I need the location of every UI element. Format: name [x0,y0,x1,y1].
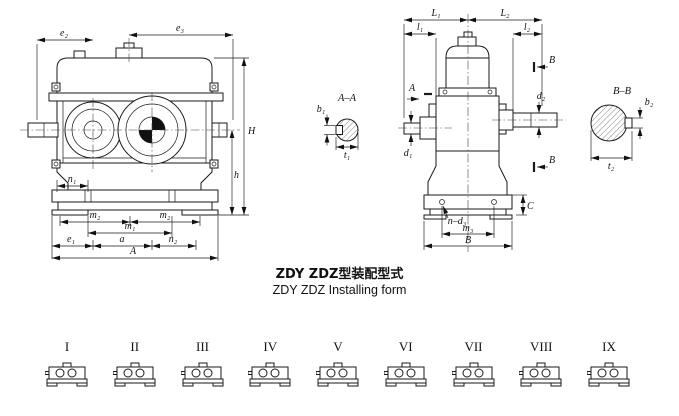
side-view: L₁ L₂ l₁ l₂ B A d₁ [398,8,566,252]
side-foot-left [423,214,447,220]
installation-forms-row: I II III IV V VI VII VIII [45,339,631,387]
main-drawing: e₂ e₃ H h n₁ m₂ m₂ [20,8,654,261]
side-flange [438,87,497,97]
gearbox-form-icon [316,361,360,387]
breather-plug [73,50,86,59]
section-cut-label-B-mid: B [549,155,555,166]
upper-body [445,57,490,89]
dim-label-e1: e₁ [67,234,75,245]
section-aa: A–A b₁ t₁ [317,93,359,161]
form-label: VII [464,339,483,354]
gearbox-form-icon [113,361,157,387]
installation-form-7: VII [452,339,496,387]
installation-form-2: II [113,339,157,387]
top-cap [457,36,477,47]
dim-label-n2: n₂ [169,234,178,245]
side-foot-right [489,214,513,220]
section-bb: B–B b₂ t₂ [590,86,654,172]
base-step [57,201,213,211]
gearbox-form-icon [384,361,428,387]
installation-form-4: IV [248,339,292,387]
dim-label-n1: n₁ [68,174,76,185]
form-label: II [130,339,140,354]
base-plate [51,189,219,203]
form-label: III [196,339,209,354]
gearbox-form-icon [587,361,631,387]
foot-right [181,209,219,216]
gearbox-form-icon [45,361,89,387]
dim-label-t1: t₁ [344,150,350,161]
dim-label-a: a [120,234,125,245]
dim-label-m2-left: m₂ [90,210,101,221]
dim-label-H: H [247,126,256,137]
installation-form-8: VIII [519,339,563,387]
installation-form-3: III [181,339,225,387]
dim-label-A: A [129,246,137,257]
gearbox-top-cover [56,57,213,94]
bolt-bosses [51,82,219,169]
section-cut-label-A: A [408,83,416,94]
gearbox-form-icon [519,361,563,387]
dim-label-b2: b₂ [645,97,654,108]
base-hole-d3 [439,199,445,205]
form-label: I [64,339,70,354]
dim-label-m3: m₃ [463,223,474,234]
dim-label-C: C [527,201,534,212]
keyway-aa [335,125,343,135]
side-skirt [427,150,508,196]
dim-label-B-width: B [465,235,471,246]
section-aa-title: A–A [337,93,357,104]
installation-form-5: V [316,339,360,387]
caption-english: ZDY ZDZ Installing form [272,283,407,297]
dim-label-e2: e₂ [60,28,68,39]
form-label: VIII [530,339,553,354]
gearbox-form-icon [181,361,225,387]
form-label: V [333,339,343,354]
front-view: e₂ e₃ H h n₁ m₂ m₂ [20,23,256,261]
dome [445,45,490,59]
centermark-quadrant [152,117,165,130]
dim-label-d1: d₁ [404,148,412,159]
dim-label-b1: b₁ [317,104,325,115]
dim-label-e3: e₃ [176,23,184,34]
base-hole-d3 [491,199,497,205]
caption: ZDY ZDZ型装配型式 ZDY ZDZ Installing form [0,263,679,297]
dim-label-m2-right: m₂ [160,210,171,221]
gearbox-form-icon [248,361,292,387]
shaft-section-bb [590,104,628,142]
form-label: IX [602,339,616,354]
keyway-bb [624,117,633,129]
bolt-hole-right [168,189,176,203]
front-view-dimensions: e₂ e₃ H h n₁ m₂ m₂ [36,23,256,261]
centermark-quadrant [139,130,152,143]
dim-label-n-d3: n–d₃ [448,216,467,227]
installation-form-9: IX [587,339,631,387]
dim-label-m1: m₁ [125,221,136,232]
dim-label-L2: L₂ [499,8,510,19]
foot-left [51,209,89,216]
installation-form-6: VI [384,339,428,387]
dim-label-l2: l₂ [524,22,531,33]
side-view-dimensions: L₁ L₂ l₁ l₂ B A d₁ [403,8,555,250]
dim-label-t2: t₂ [608,161,615,172]
dim-label-L1: L₁ [430,8,440,19]
installation-form-1: I [45,339,89,387]
caption-chinese: ZDY ZDZ型装配型式 [275,267,404,282]
section-bb-title: B–B [613,86,632,97]
input-shaft-end [403,122,421,135]
form-label: VI [398,339,413,354]
mid-body [435,95,500,152]
section-cut-label-B-top: B [549,55,555,66]
form-label: IV [263,339,278,354]
gearbox-form-icon [452,361,496,387]
dim-label-d2: d₂ [537,91,546,102]
dim-label-h: h [234,170,239,181]
dim-label-l1: l₁ [417,22,423,33]
